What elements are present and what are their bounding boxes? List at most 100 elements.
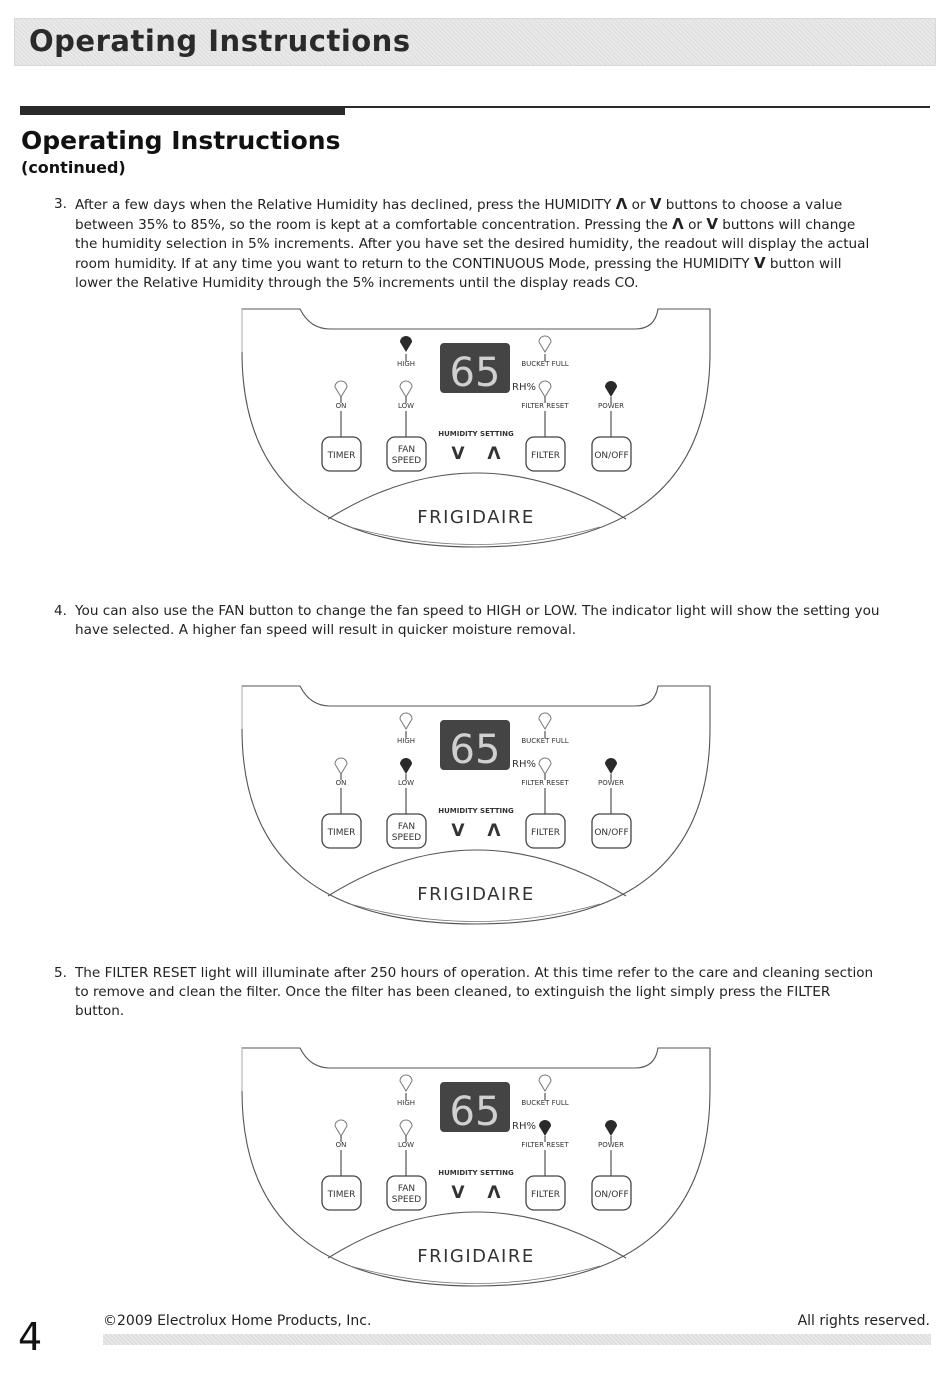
fan-speed-button-label2: SPEED <box>392 1195 422 1205</box>
timer-button-label: TIMER <box>327 451 356 461</box>
filter-button-label: FILTER <box>531 451 560 461</box>
humidity-down-button: V <box>451 1183 465 1203</box>
step-text: The FILTER RESET light will illuminate a… <box>75 965 873 1019</box>
text-run: button will lower the Relative Humidity … <box>75 256 842 291</box>
text-run: or <box>627 197 650 213</box>
rh-indicator <box>538 380 552 398</box>
onoff-button-label: ON/OFF <box>594 1190 628 1200</box>
display-reading: 65 <box>450 350 501 396</box>
timer-button-label: TIMER <box>327 828 356 838</box>
onoff-button <box>591 1175 632 1211</box>
onoff-button-label: ON/OFF <box>594 828 628 838</box>
humidity-down-button: V <box>451 821 465 841</box>
brand-arc-lower <box>349 903 601 922</box>
fan-speed-button-label: FAN <box>398 822 415 832</box>
onoff-button <box>591 813 632 849</box>
low-indicator <box>399 380 413 398</box>
page-number: 4 <box>18 1315 43 1359</box>
step-text: You can also use the FAN button to chang… <box>75 603 880 638</box>
humidity-display <box>440 720 510 770</box>
filter-button <box>525 813 566 849</box>
text-run: The FILTER RESET light will illuminate a… <box>75 965 874 1019</box>
on-label: ON <box>336 402 347 410</box>
filter-reset-label: FILTER RESET <box>521 1141 569 1149</box>
step-number: 3. <box>54 196 67 212</box>
power-indicator <box>605 1120 617 1136</box>
high-indicator <box>399 712 413 730</box>
humidity-setting-label: HUMIDITY SETTING <box>438 807 514 815</box>
onoff-button <box>591 436 632 472</box>
humidity-up-button: Λ <box>487 821 501 841</box>
arrow-symbol: Λ <box>615 195 628 213</box>
section-divider-accent <box>20 106 345 115</box>
fan-speed-button <box>386 813 427 849</box>
banner-title: Operating Instructions <box>29 24 411 58</box>
display-reading: 65 <box>450 1089 501 1135</box>
on-label: ON <box>336 1141 347 1149</box>
step-5: 5. The FILTER RESET light will illuminat… <box>54 964 880 1021</box>
low-label: LOW <box>398 779 414 787</box>
onoff-button-label: ON/OFF <box>594 451 628 461</box>
power-indicator <box>605 758 617 774</box>
low-label: LOW <box>398 402 414 410</box>
rh-indicator <box>539 1120 551 1136</box>
section-subtitle: (continued) <box>21 158 126 177</box>
brand-arc-lower <box>349 1265 601 1284</box>
fan-speed-button-label: FAN <box>398 445 415 455</box>
bucket-full-label: BUCKET FULL <box>521 360 568 368</box>
brand-arc <box>327 1211 627 1259</box>
step-number: 5. <box>54 965 67 981</box>
bucket-full-indicator <box>538 335 552 353</box>
humidity-setting-label: HUMIDITY SETTING <box>438 1169 514 1177</box>
bucket-full-label: BUCKET FULL <box>521 737 568 745</box>
rh-indicator <box>538 757 552 775</box>
power-label: POWER <box>598 1141 624 1149</box>
humidity-down-button: V <box>451 444 465 464</box>
high-label: HIGH <box>397 737 415 745</box>
humidity-display <box>440 343 510 393</box>
humidity-display <box>440 1082 510 1132</box>
high-indicator <box>399 1074 413 1092</box>
brand-arc <box>327 849 627 897</box>
low-indicator <box>399 1119 413 1137</box>
brand-logo: FRIGIDAIRE <box>417 884 534 905</box>
fan-speed-button <box>386 1175 427 1211</box>
high-indicator <box>400 336 412 352</box>
step-3: 3. After a few days when the Relative Hu… <box>54 195 880 293</box>
footer-bar <box>103 1334 931 1345</box>
bucket-full-indicator <box>538 712 552 730</box>
brand-arc <box>327 472 627 520</box>
panel-outline <box>241 1047 711 1287</box>
power-indicator <box>605 381 617 397</box>
display-reading: 65 <box>450 727 501 773</box>
timer-button <box>321 436 362 472</box>
arrow-symbol: Λ <box>672 215 684 233</box>
step-4: 4. You can also use the FAN button to ch… <box>54 602 880 640</box>
filter-button-label: FILTER <box>531 828 560 838</box>
text-run: buttons to choose a value between 35% to… <box>75 197 843 233</box>
fan-speed-button <box>386 436 427 472</box>
humidity-up-button: Λ <box>487 444 501 464</box>
text-run: After a few days when the Relative Humid… <box>75 197 616 213</box>
on-indicator <box>334 1119 348 1137</box>
filter-button <box>525 436 566 472</box>
brand-logo: FRIGIDAIRE <box>417 1246 534 1267</box>
panel-outline <box>241 685 711 925</box>
rh-label: RH% <box>512 382 536 393</box>
fan-speed-button-label2: SPEED <box>392 833 422 843</box>
section-title: Operating Instructions <box>21 126 341 155</box>
section-divider <box>20 106 930 108</box>
humidity-setting-label: HUMIDITY SETTING <box>438 430 514 438</box>
power-label: POWER <box>598 402 624 410</box>
filter-reset-label: FILTER RESET <box>521 779 569 787</box>
on-indicator <box>334 757 348 775</box>
fan-speed-button-label2: SPEED <box>392 456 422 466</box>
timer-button <box>321 813 362 849</box>
power-label: POWER <box>598 779 624 787</box>
bucket-full-label: BUCKET FULL <box>521 1099 568 1107</box>
bucket-full-indicator <box>538 1074 552 1092</box>
